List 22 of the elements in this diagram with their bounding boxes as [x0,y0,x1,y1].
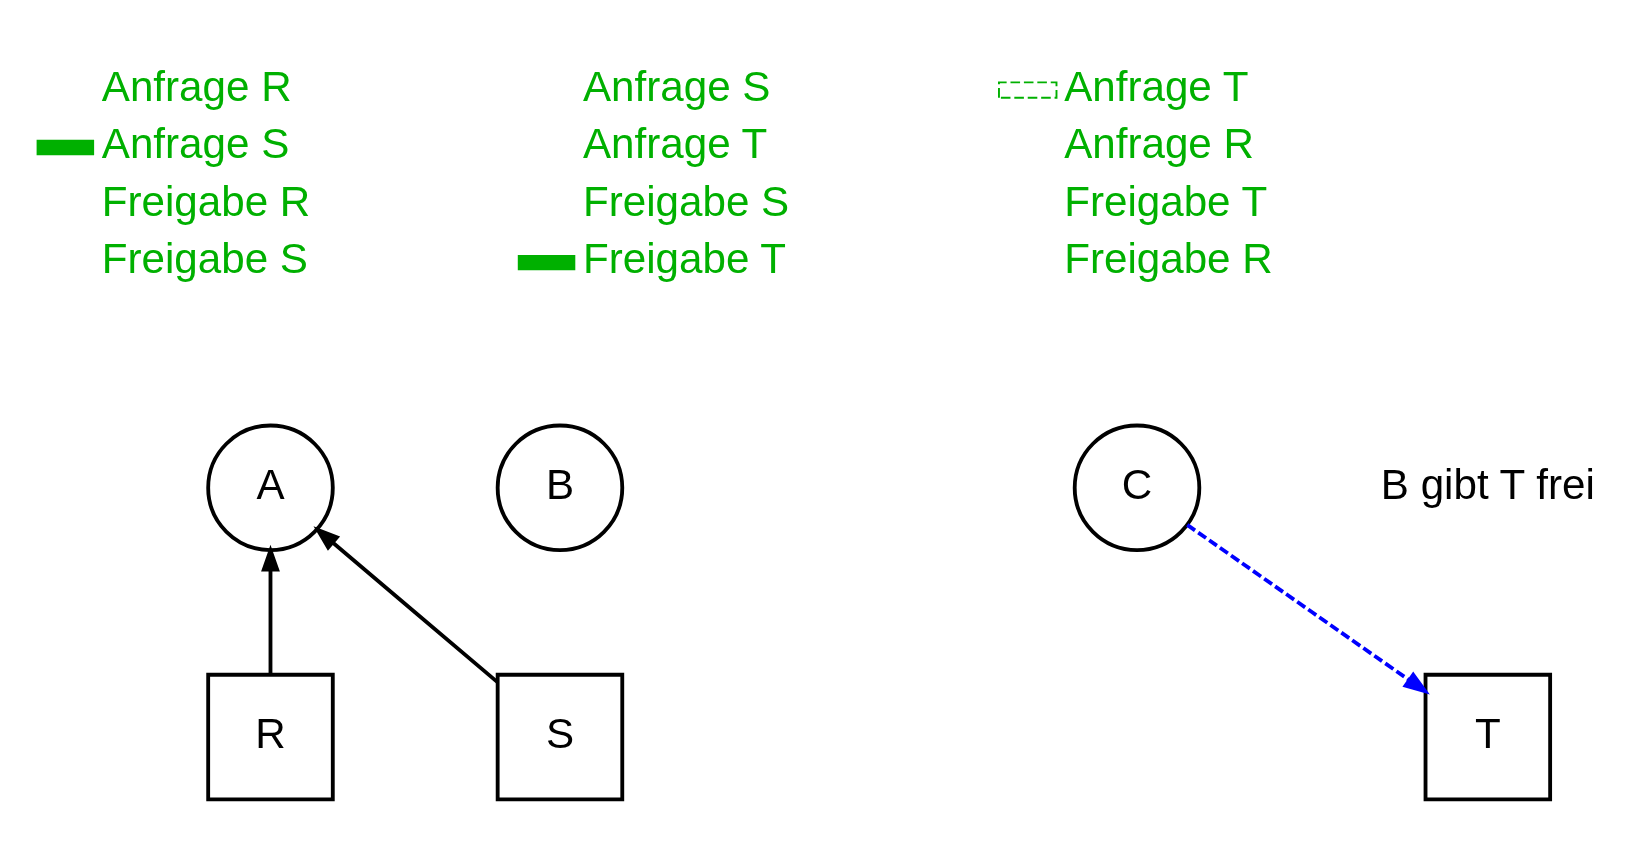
label: Freigabe S [582,177,790,225]
arrow [1186,522,1430,695]
label: Freigabe R [101,177,311,225]
label: Freigabe T [582,234,787,282]
node-circle: A [206,423,335,552]
label: Anfrage T [582,119,768,167]
node-circle: C [1072,423,1202,552]
label: Anfrage R [1064,119,1254,167]
arrow [261,544,280,674]
label: Freigabe S [101,234,308,282]
label: Anfrage S [101,119,290,167]
label: Freigabe R [1064,234,1273,282]
node-box: R [206,672,335,801]
label: B gibt T frei [1380,460,1595,508]
label: Anfrage R [101,62,292,110]
node-box: T [1423,672,1553,801]
arrow [313,525,499,683]
node-circle: B [495,423,625,552]
label: Freigabe T [1064,177,1268,225]
label: Anfrage S [582,62,771,110]
label: Anfrage T [1064,62,1249,110]
node-box: S [495,672,625,801]
